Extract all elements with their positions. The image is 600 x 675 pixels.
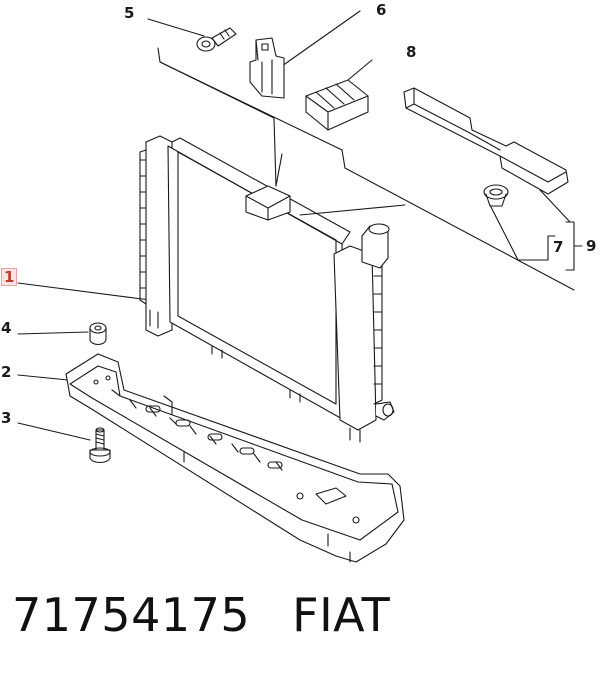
grommet-part-7 — [483, 184, 509, 207]
callout-3[interactable]: 3 — [1, 409, 12, 427]
mount-part-4 — [89, 322, 107, 346]
clip-part-8 — [305, 79, 369, 131]
callout-4[interactable]: 4 — [1, 319, 12, 337]
part-number: 71754175 — [12, 588, 251, 642]
footer-caption: 71754175 FIAT — [12, 588, 390, 642]
callout-9[interactable]: 9 — [586, 237, 597, 255]
leader-lines — [17, 10, 583, 441]
callout-5[interactable]: 5 — [124, 4, 135, 22]
seal-strip-part-9 — [403, 87, 569, 195]
callout-7[interactable]: 7 — [553, 238, 564, 256]
callout-1[interactable]: 1 — [1, 268, 18, 286]
callout-8[interactable]: 8 — [406, 43, 417, 61]
callout-6[interactable]: 6 — [376, 1, 387, 19]
brand-name: FIAT — [292, 588, 391, 642]
crossmember-part-2 — [65, 353, 405, 563]
radiator-part-1 — [139, 135, 395, 443]
bolt-part-5 — [196, 27, 237, 52]
callout-2[interactable]: 2 — [1, 363, 12, 381]
bracket-part-6 — [249, 37, 285, 99]
bolt-part-3 — [89, 427, 111, 464]
